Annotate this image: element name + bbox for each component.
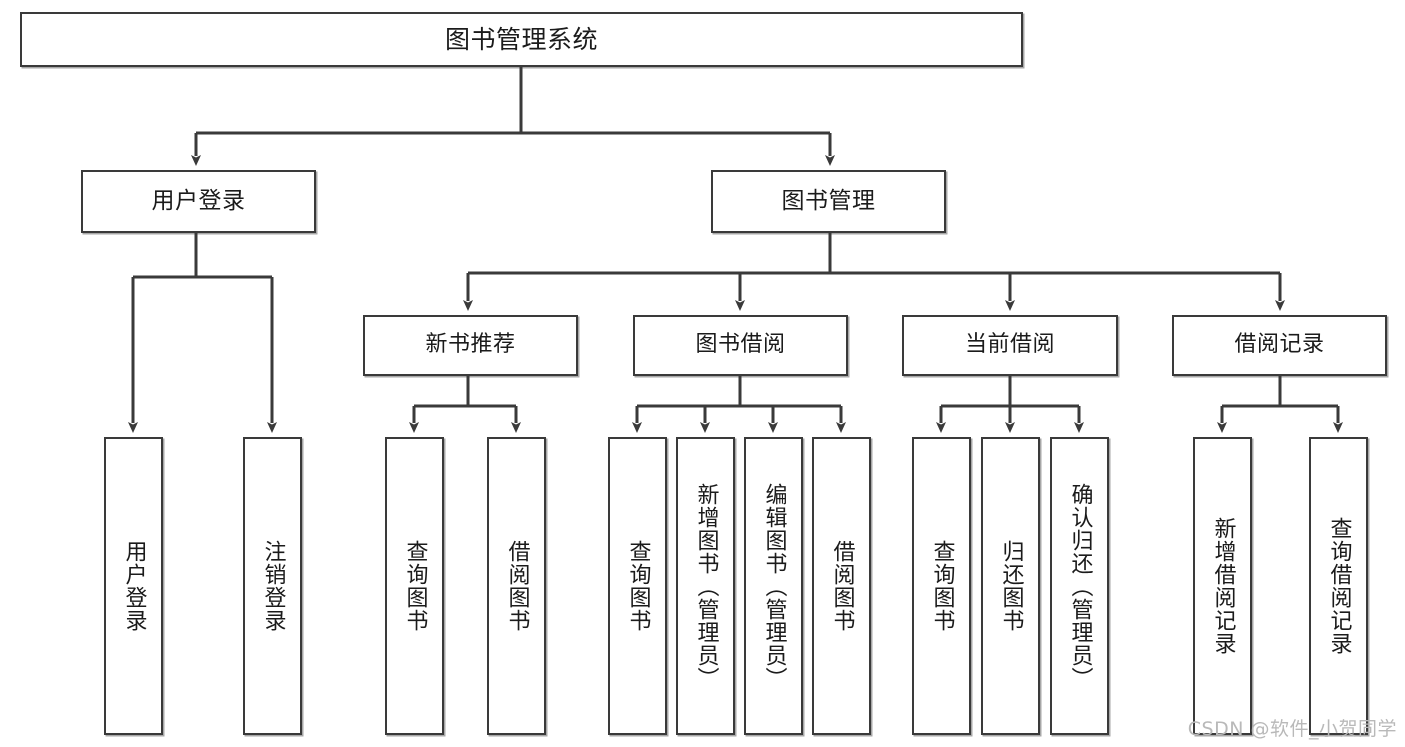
leaf-query-book-3[interactable]: 查询图书 <box>912 437 971 735</box>
watermark: CSDN @软件_小贺同学 <box>1187 718 1397 740</box>
node-new-book-rec-label: 新书推荐 <box>425 332 516 358</box>
node-new-book-rec[interactable]: 新书推荐 <box>363 315 578 376</box>
leaf-add-book[interactable]: 新增图书（管理员） <box>676 437 735 735</box>
node-book-manage[interactable]: 图书管理 <box>711 170 946 233</box>
leaf-add-record-label: 新增借阅记录 <box>1210 517 1236 655</box>
node-borrow-record[interactable]: 借阅记录 <box>1172 315 1387 376</box>
leaf-borrow-book-2-label: 借阅图书 <box>829 540 855 632</box>
node-book-borrow[interactable]: 图书借阅 <box>633 315 848 376</box>
leaf-logout-login[interactable]: 注销登录 <box>243 437 302 735</box>
node-current-borrow[interactable]: 当前借阅 <box>902 315 1118 376</box>
node-borrow-record-label: 借阅记录 <box>1234 332 1325 358</box>
leaf-return-book[interactable]: 归还图书 <box>981 437 1040 735</box>
node-current-borrow-label: 当前借阅 <box>964 332 1055 358</box>
leaf-add-book-label: 新增图书（管理员） <box>693 482 719 690</box>
leaf-user-login[interactable]: 用户登录 <box>104 437 163 735</box>
leaf-user-login-label: 用户登录 <box>121 540 147 632</box>
node-root[interactable]: 图书管理系统 <box>20 12 1023 67</box>
leaf-borrow-book-2[interactable]: 借阅图书 <box>812 437 871 735</box>
leaf-return-book-label: 归还图书 <box>998 540 1024 632</box>
leaf-query-book-1-label: 查询图书 <box>402 540 428 632</box>
node-book-borrow-label: 图书借阅 <box>695 332 786 358</box>
leaf-confirm-return[interactable]: 确认归还（管理员） <box>1050 437 1109 735</box>
leaf-query-book-2-label: 查询图书 <box>625 540 651 632</box>
node-user-login-label: 用户登录 <box>151 187 246 214</box>
leaf-add-record[interactable]: 新增借阅记录 <box>1193 437 1252 735</box>
leaf-borrow-book-1[interactable]: 借阅图书 <box>487 437 546 735</box>
leaf-query-book-1[interactable]: 查询图书 <box>385 437 444 735</box>
leaf-query-record[interactable]: 查询借阅记录 <box>1309 437 1368 735</box>
node-user-login[interactable]: 用户登录 <box>81 170 316 233</box>
leaf-borrow-book-1-label: 借阅图书 <box>504 540 530 632</box>
leaf-edit-book[interactable]: 编辑图书（管理员） <box>744 437 803 735</box>
leaf-query-book-2[interactable]: 查询图书 <box>608 437 667 735</box>
leaf-logout-login-label: 注销登录 <box>260 540 286 632</box>
leaf-query-record-label: 查询借阅记录 <box>1326 517 1352 655</box>
leaf-query-book-3-label: 查询图书 <box>929 540 955 632</box>
leaf-edit-book-label: 编辑图书（管理员） <box>761 482 787 690</box>
node-book-manage-label: 图书管理 <box>781 187 876 214</box>
leaf-confirm-return-label: 确认归还（管理员） <box>1067 482 1093 690</box>
node-root-label: 图书管理系统 <box>444 24 598 54</box>
